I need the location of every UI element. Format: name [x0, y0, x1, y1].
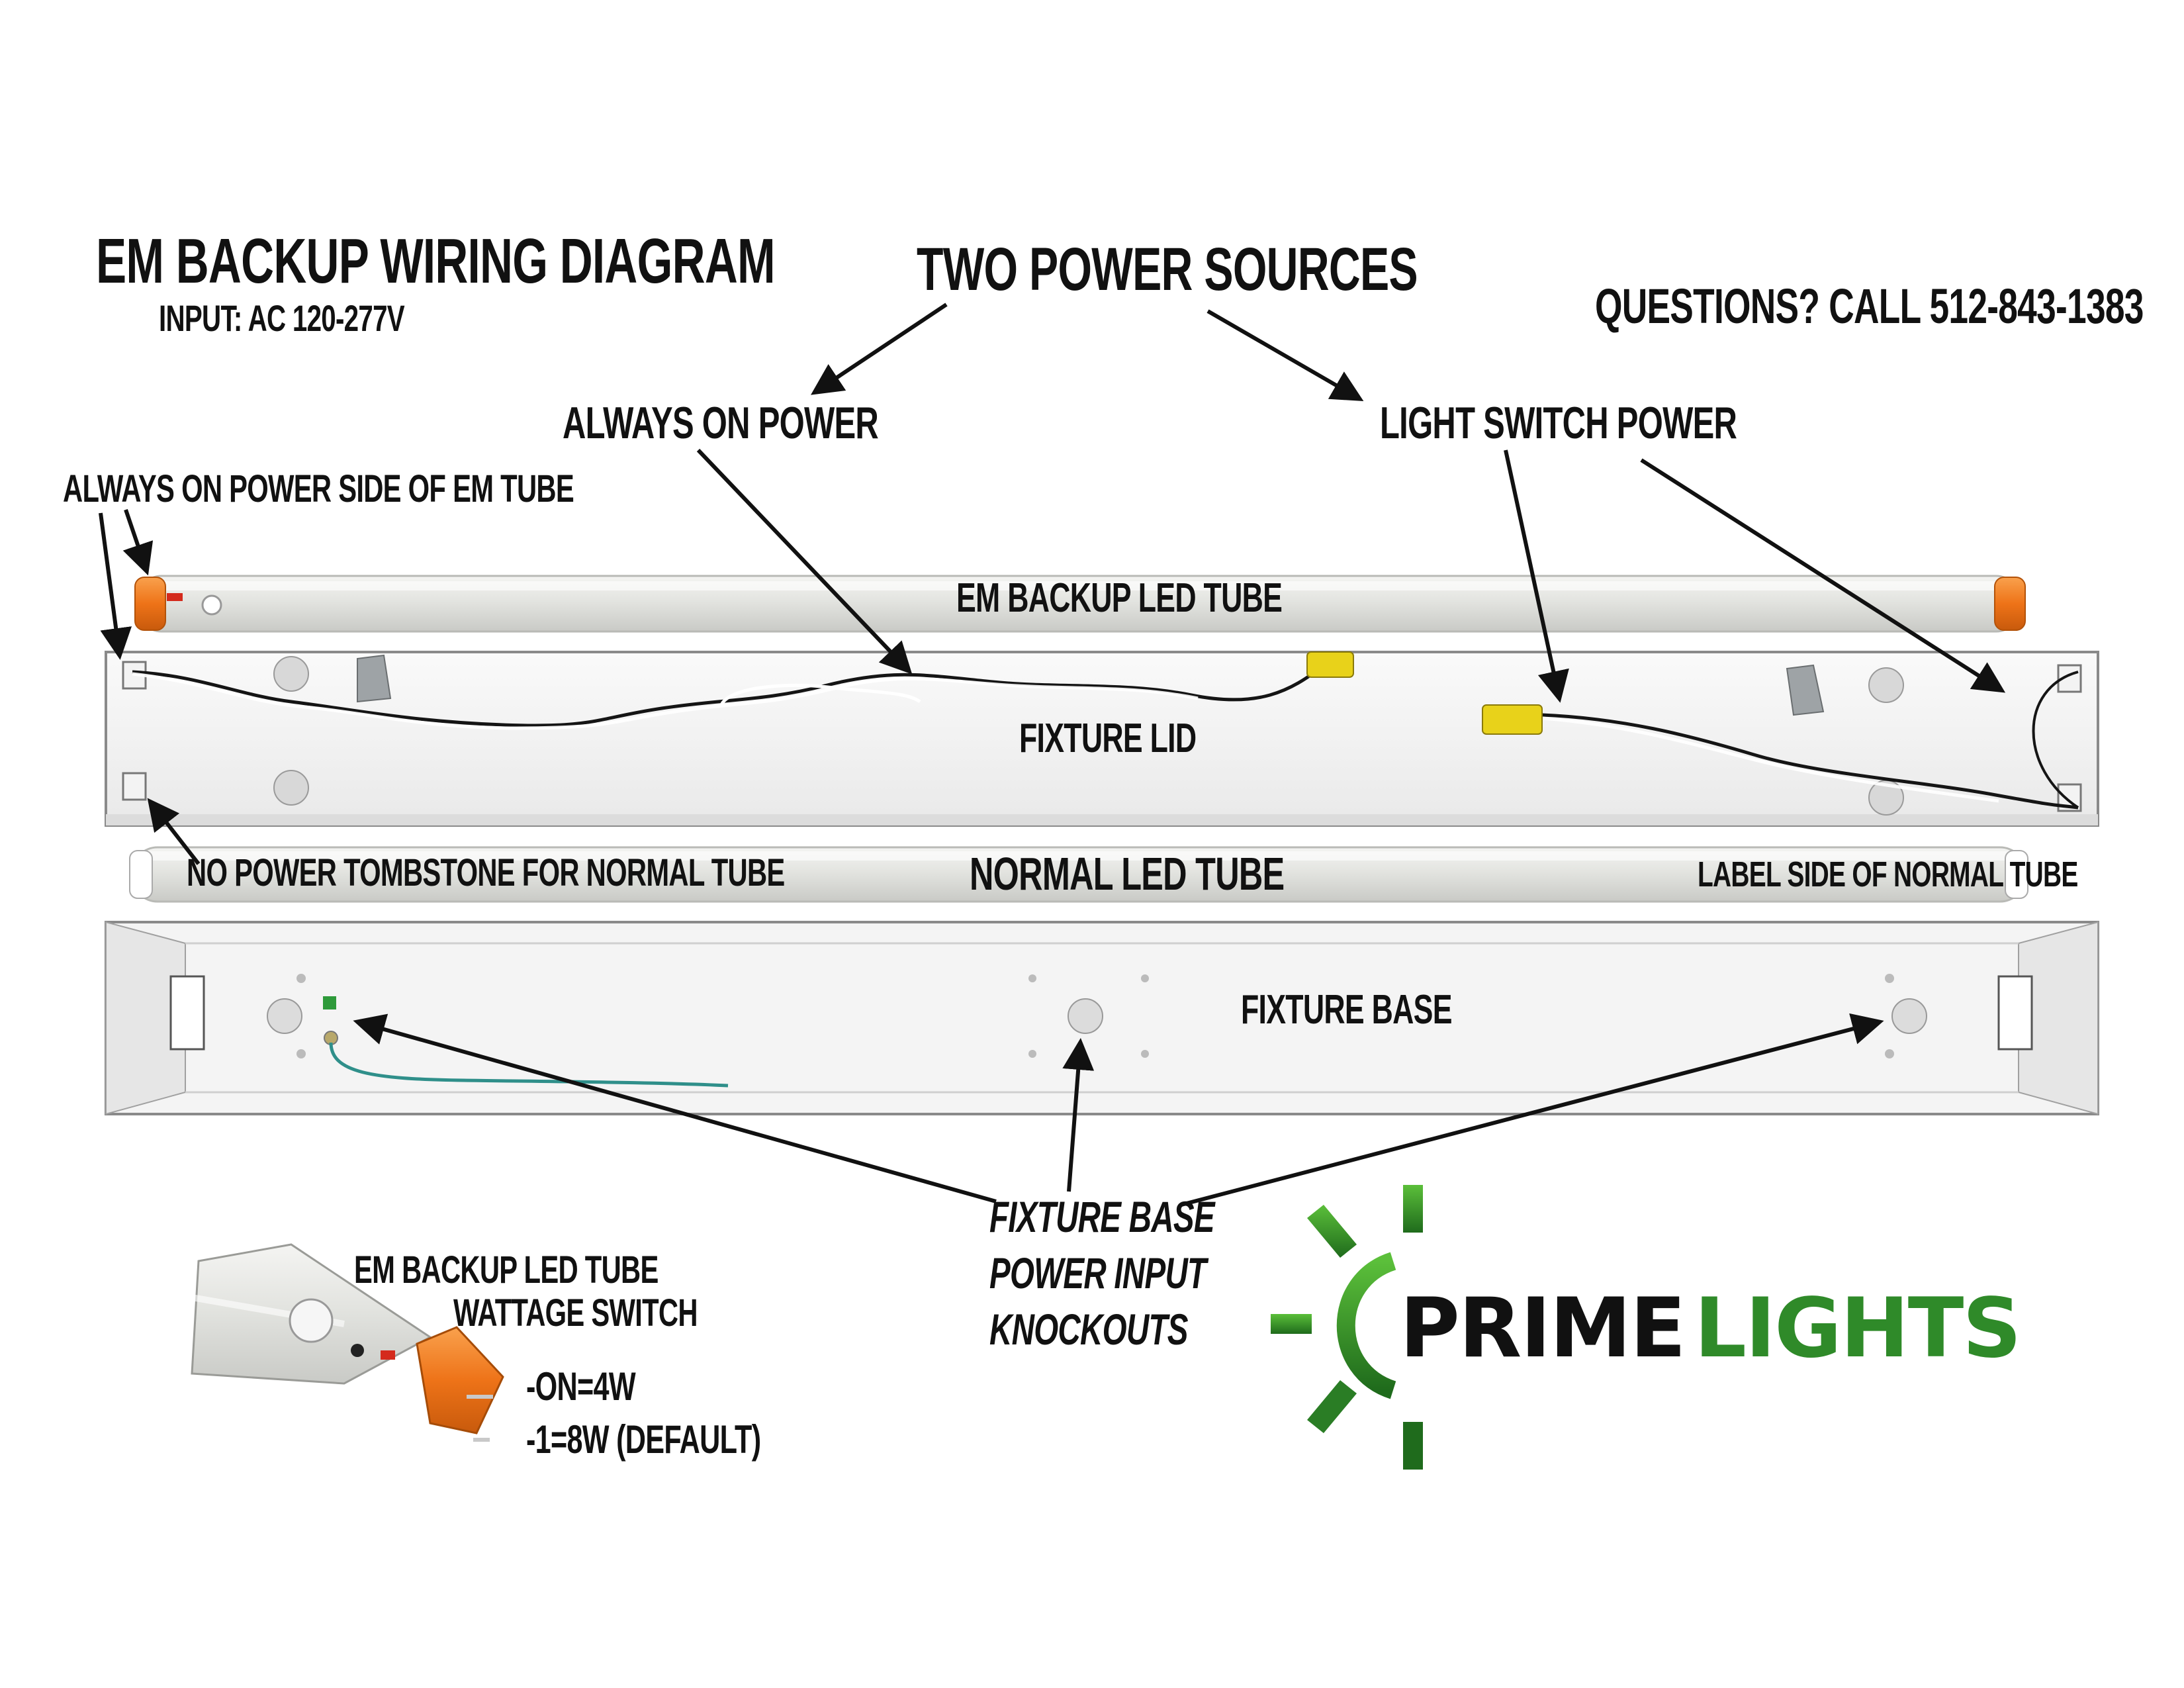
- em-tube-right-cap: [1994, 577, 2026, 631]
- fixture-base: [105, 921, 2099, 1115]
- test-button-icon: [289, 1298, 334, 1343]
- fixture-base-label: FIXTURE BASE: [1241, 987, 1452, 1033]
- em-test-button-icon: [201, 594, 222, 616]
- switch-on-value: -ON=4W: [526, 1364, 636, 1409]
- tombstone-no-power: [122, 772, 147, 801]
- knockout-center: [1068, 998, 1103, 1034]
- wattage-switch-icon: [381, 1350, 395, 1360]
- em-backup-led-tube: [134, 575, 2026, 633]
- ground-screw-icon: [323, 996, 336, 1009]
- fixture-lid: [105, 651, 2099, 827]
- always-on-power-label: ALWAYS ON POWER: [563, 398, 879, 448]
- arrow-switch-tombstone: [1640, 458, 2006, 693]
- logo-prime-text: PRIME: [1400, 1281, 1686, 1376]
- callout-arrows: [99, 303, 2006, 1207]
- diagram-title: EM BACKUP WIRING DIAGRAM: [96, 226, 776, 297]
- wire-connector-left: [1306, 651, 1354, 678]
- light-switch-power-label: LIGHT SWITCH POWER: [1380, 398, 1737, 448]
- arrow-always-on-wire: [696, 448, 913, 675]
- wire-connector-right: [1482, 704, 1543, 735]
- arrow-knockout-right: [1181, 1013, 1884, 1207]
- knockouts-line-2: POWER INPUT: [989, 1248, 1206, 1297]
- arrow-switch-connector: [1504, 449, 1569, 703]
- arrow-knockout-left: [353, 1013, 997, 1203]
- arrow-knockout-center: [1062, 1038, 1095, 1192]
- inset-title-2: WATTAGE SWITCH: [453, 1291, 698, 1335]
- inset-title-1: EM BACKUP LED TUBE: [354, 1248, 659, 1291]
- em-backup-tube-label: EM BACKUP LED TUBE: [956, 575, 1283, 621]
- base-left-slot: [169, 975, 205, 1051]
- arrow-to-light-switch: [1206, 309, 1364, 402]
- normal-led-tube-label: NORMAL LED TUBE: [970, 848, 1285, 900]
- fixture-lid-label: FIXTURE LID: [1019, 716, 1197, 761]
- primelights-logo-rays: [1271, 1185, 1423, 1470]
- normal-led-tube: [129, 846, 2028, 903]
- switch-default-value: -1=8W (DEFAULT): [526, 1417, 761, 1462]
- always-on-side-label: ALWAYS ON POWER SIDE OF EM TUBE: [63, 467, 574, 510]
- input-spec: INPUT: AC 120-277V: [159, 297, 405, 339]
- em-tube-cap-icon: [416, 1326, 504, 1434]
- base-right-slot: [1997, 975, 2033, 1051]
- label-side-normal-tube: LABEL SIDE OF NORMAL TUBE: [1698, 855, 2078, 894]
- knockouts-line-1: FIXTURE BASE: [989, 1192, 1215, 1241]
- wattage-switch-inset: [191, 1243, 504, 1442]
- knockouts-line-3: KNOCKOUTS: [989, 1305, 1188, 1354]
- two-power-sources: TWO POWER SOURCES: [917, 236, 1418, 303]
- questions-phone: QUESTIONS? CALL 512-843-1383: [1595, 279, 2144, 334]
- arrow-no-power-tombstone: [147, 798, 201, 865]
- em-tube-left-cap: [134, 577, 166, 631]
- logo-lights-text: LIGHTS: [1694, 1281, 2022, 1376]
- arrow-em-tombstone: [99, 512, 132, 660]
- arrow-em-cap: [122, 509, 154, 576]
- knockout-left: [267, 998, 302, 1034]
- arrow-to-always-on: [811, 303, 948, 395]
- knockout-right: [1891, 998, 1927, 1034]
- no-power-tombstone-label: NO POWER TOMBSTONE FOR NORMAL TUBE: [187, 851, 785, 894]
